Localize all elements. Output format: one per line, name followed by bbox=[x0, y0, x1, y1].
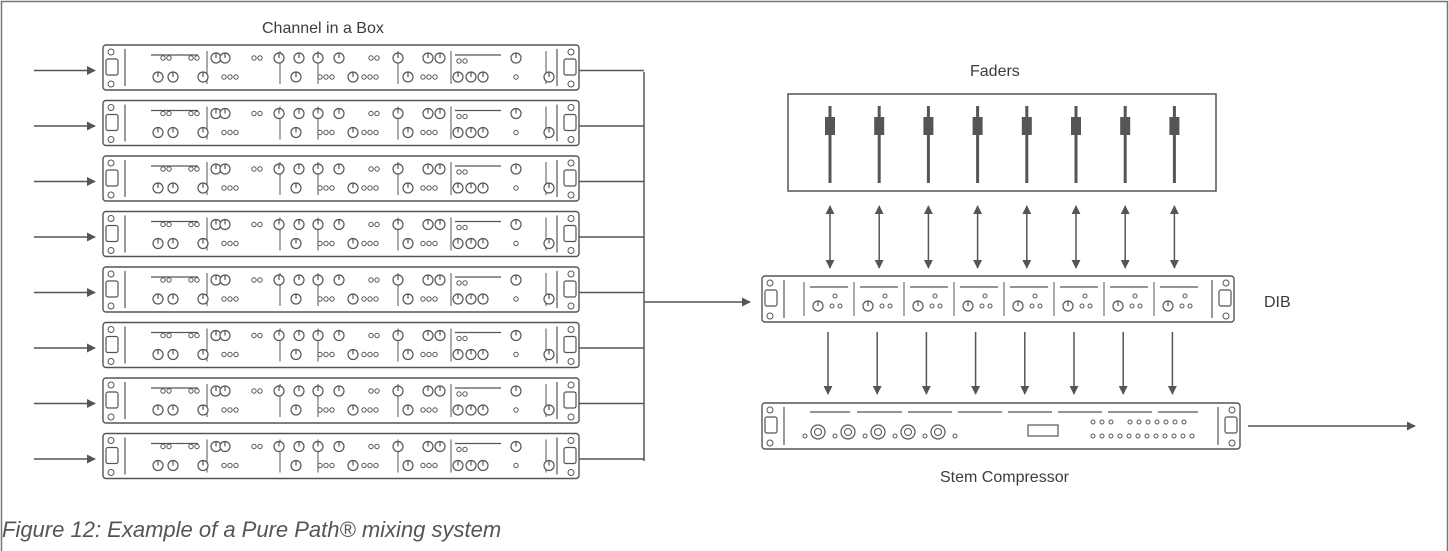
channel-unit-chassis bbox=[102, 210, 580, 258]
fader bbox=[1169, 106, 1180, 183]
stem-compressor-chassis bbox=[761, 402, 1241, 450]
stem-compressor-unit bbox=[761, 402, 1241, 450]
dib-unit bbox=[761, 275, 1235, 323]
channel-in-a-box-stack bbox=[102, 44, 580, 480]
channel-unit-chassis bbox=[102, 432, 580, 480]
channel-unit-chassis bbox=[102, 377, 580, 424]
channel-in-a-box-unit bbox=[102, 210, 580, 258]
dib-chassis bbox=[761, 275, 1235, 323]
label-channel-in-a-box: Channel in a Box bbox=[262, 20, 384, 37]
channel-in-a-box-unit bbox=[102, 432, 580, 480]
channel-in-a-box-unit bbox=[102, 155, 580, 202]
channel-unit-chassis bbox=[102, 99, 580, 147]
fader bbox=[1120, 106, 1131, 183]
label-stem-compressor: Stem Compressor bbox=[940, 469, 1069, 486]
label-faders: Faders bbox=[970, 63, 1020, 80]
input-arrows bbox=[34, 66, 644, 464]
channel-unit-chassis bbox=[102, 321, 580, 369]
channel-in-a-box-unit bbox=[102, 44, 580, 91]
figure-caption: Figure 12: Example of a Pure Path® mixin… bbox=[2, 517, 502, 542]
fader bbox=[923, 106, 934, 183]
fader bbox=[874, 106, 885, 183]
channel-unit-chassis bbox=[102, 155, 580, 202]
fader bbox=[1071, 106, 1081, 183]
fader bbox=[825, 106, 835, 183]
fader-dib-arrows bbox=[825, 205, 1179, 269]
channel-in-a-box-unit bbox=[102, 377, 580, 424]
channel-in-a-box-unit bbox=[102, 99, 580, 147]
channel-unit-chassis bbox=[102, 266, 580, 313]
label-dib: DIB bbox=[1264, 294, 1291, 311]
fader bbox=[972, 106, 983, 183]
dib-compressor-arrows bbox=[823, 332, 1177, 395]
faders-panel bbox=[787, 93, 1217, 192]
channel-in-a-box-unit bbox=[102, 321, 580, 369]
channel-in-a-box-unit bbox=[102, 266, 580, 313]
channel-unit-chassis bbox=[102, 44, 580, 91]
fader bbox=[1021, 106, 1032, 183]
channel-bus bbox=[643, 72, 751, 461]
fader-group bbox=[825, 106, 1180, 183]
